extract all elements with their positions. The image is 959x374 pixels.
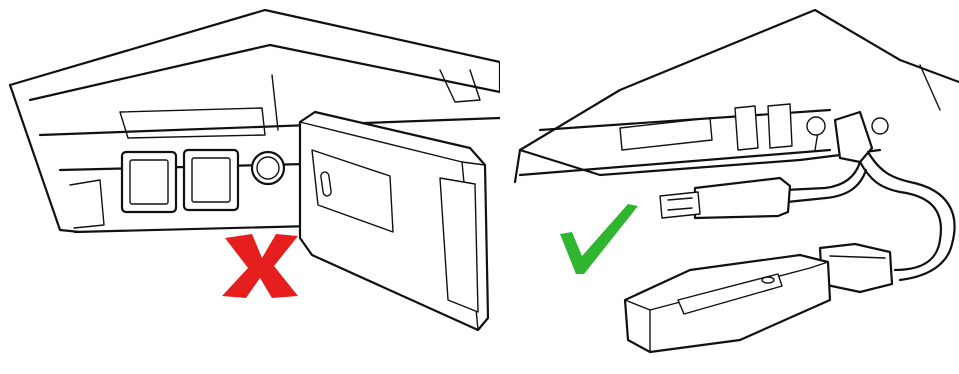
- checkmark-icon: [560, 204, 638, 274]
- laptop-side-icon: [515, 10, 959, 182]
- usb-port-icon: [768, 104, 792, 148]
- usb-port-icon: [735, 106, 758, 150]
- cross-icon: [222, 234, 298, 298]
- laptop-direct-illustration: [0, 0, 500, 374]
- usb-dongle-icon: [625, 255, 830, 352]
- audio-jack-icon: [807, 117, 825, 135]
- panel-correct: [500, 0, 959, 374]
- laptop-cable-illustration: [500, 0, 959, 374]
- usb-dongle-icon: [300, 112, 488, 330]
- panel-incorrect: [0, 0, 500, 374]
